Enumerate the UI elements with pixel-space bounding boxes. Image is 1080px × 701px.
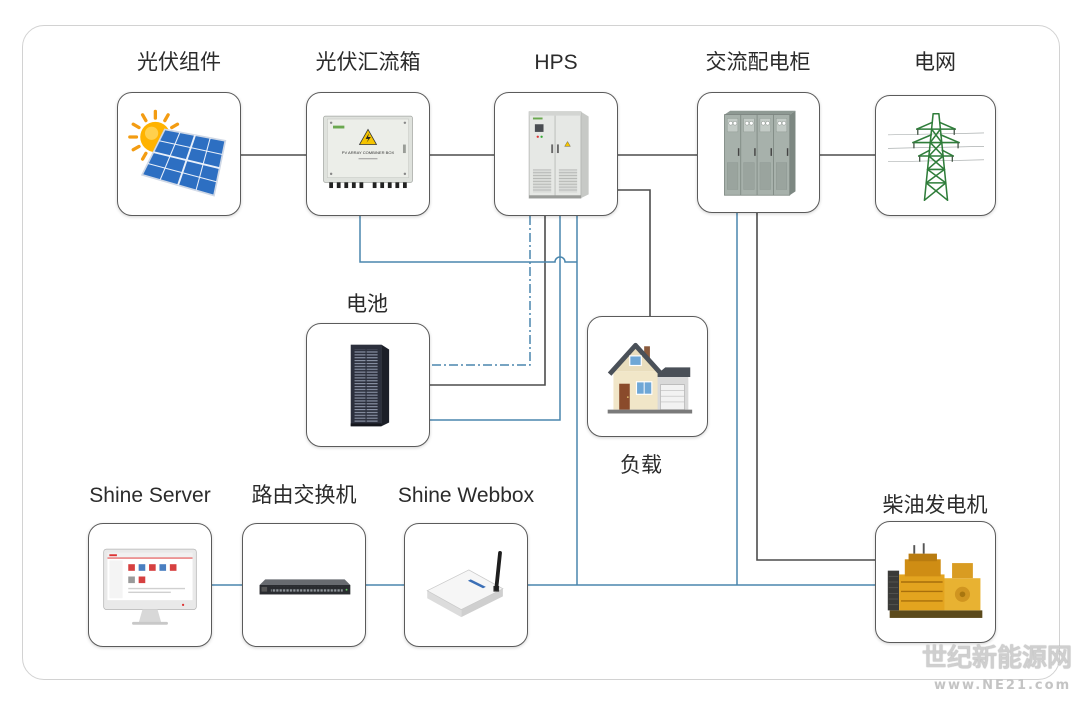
node-load [587,316,708,437]
battery-rack-icon [350,344,390,427]
node-webbox [404,523,528,647]
ac-distribution-cabinet-icon [723,110,795,196]
house-icon [607,342,692,413]
webbox-device-icon [426,550,504,618]
label-pv-modules: 光伏组件 [137,51,221,74]
label-ac-cabinet: 交流配电柜 [705,51,811,74]
label-webbox: Shine Webbox [397,484,535,507]
node-ac-cabinet [697,92,820,213]
label-shine-server: Shine Server [89,484,211,507]
node-battery [306,323,430,447]
solar-panel-icon [128,109,227,197]
label-battery: 电池 [346,293,388,316]
combiner-box-icon: PV ARRAY COMBINER BOX [323,115,413,189]
node-pv-modules [117,92,241,216]
line-hps-to-load [618,189,651,316]
node-router [242,523,366,647]
line-hps-to-battery-comm [430,216,561,421]
node-combiner-box: PV ARRAY COMBINER BOX [306,92,430,216]
line-hps-to-battery-dashdot [430,216,531,366]
label-hps: HPS [534,51,578,74]
label-diesel-generator: 柴油发电机 [882,494,988,517]
label-combiner-box: 光伏汇流箱 [315,51,421,74]
node-diesel-generator [875,521,996,643]
monitor-dashboard-icon [103,548,197,625]
watermark-name: 世纪新能源网 [922,643,1073,672]
node-hps [494,92,618,216]
diagram-frame [22,25,1060,680]
node-shine-server [88,523,212,647]
label-load: 负载 [620,454,662,477]
node-grid [875,95,996,216]
combiner-plate-text: PV ARRAY COMBINER BOX [342,150,395,155]
diesel-generator-icon [887,543,982,618]
network-switch-icon [259,579,351,595]
line-ac-cabinet-to-diesel [756,213,875,561]
line-hps-to-battery-power [430,216,546,386]
watermark-url: www.NE21.com [934,678,1072,693]
hps-cabinet-icon [528,111,589,199]
line-combiner-comm [359,216,577,263]
power-tower-icon [887,112,984,201]
label-grid: 电网 [914,51,956,74]
label-router: 路由交换机 [251,484,357,507]
